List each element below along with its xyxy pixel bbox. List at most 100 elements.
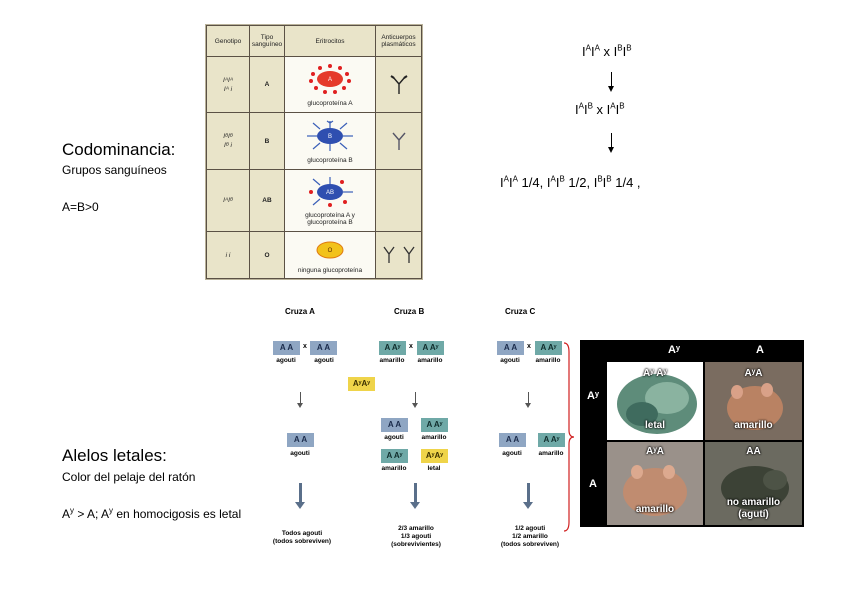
antibody-cell — [375, 112, 422, 170]
erythrocyte-o: O ninguna glucoproteína — [284, 231, 376, 279]
blood-type-cell: B — [249, 112, 285, 170]
erythrocyte-o-icon: O — [316, 241, 344, 259]
phenotype-label: amarillo — [417, 357, 443, 364]
phenotype-label: agouti — [314, 357, 334, 364]
svg-text:AB: AB — [326, 190, 334, 196]
mouse-embryo-icon — [617, 374, 697, 434]
genotype-box: A A — [497, 341, 524, 355]
erythrocyte-b-icon: B — [307, 120, 353, 151]
erythrocyte-a-icon: A — [309, 64, 351, 95]
cross-diagram: Cruza A Cruza B Cruza C A A x A A agouti… — [255, 300, 575, 570]
cross-a-title: Cruza A — [285, 307, 315, 316]
codominance-relation: A=B>0 — [62, 200, 99, 214]
arrow-down-icon — [295, 483, 305, 509]
cross-b-title: Cruza B — [394, 307, 425, 316]
genotype-box: A Aʸ — [417, 341, 444, 355]
row-header: A — [589, 478, 597, 490]
cell-genotype: AʸA — [744, 368, 763, 379]
lethal-genotype-box: AʸAʸ — [348, 377, 375, 391]
svg-text:O: O — [328, 248, 333, 254]
erythrocyte-caption: ninguna glucoproteína — [297, 266, 363, 274]
arrow-head-icon — [608, 86, 614, 92]
genotype-box: A Aʸ — [381, 449, 408, 463]
formula-arrow-2 — [611, 133, 612, 149]
phenotype-label: agouti — [290, 450, 310, 457]
genotype-box: A Aʸ — [535, 341, 562, 355]
phenotype-label: amarillo — [381, 465, 407, 472]
result-cross-a: Todos agouti(todos sobreviven) — [272, 530, 332, 545]
erythrocyte-ab-icon: AB — [309, 176, 353, 207]
genotype-box: A Aʸ — [421, 418, 448, 432]
codominance-title: Codominancia: — [62, 140, 176, 159]
antibody-icon — [389, 74, 408, 94]
table-row: i i O O ninguna glucoproteína — [206, 231, 422, 279]
mouse-cell-lethal: Aʸ Aʸ letal — [607, 362, 703, 440]
mouse-cell-yellow: AʸA amarillo — [607, 442, 703, 525]
phenotype-label: agouti — [500, 357, 520, 364]
genotype-box: A A — [273, 341, 300, 355]
arrow-down-icon — [525, 392, 531, 408]
arrow-down-icon — [412, 392, 418, 408]
formula-arrow-1 — [611, 72, 612, 88]
row-header: Aʸ — [587, 390, 599, 402]
agouti-mouse-icon — [705, 442, 802, 525]
blood-type-cell: AB — [249, 168, 285, 233]
genotype-box: A A — [499, 433, 526, 447]
lethal-genotype-box: AʸAʸ — [421, 449, 448, 463]
cross-formula-line2: IAIB x IAIB — [575, 101, 625, 117]
cross-symbol: x — [303, 343, 307, 350]
col-header: A — [756, 344, 764, 356]
genotype-box: A A — [381, 418, 408, 432]
antibody-icon — [391, 132, 406, 151]
cell-genotype: Aʸ Aʸ — [642, 368, 668, 379]
cell-phenotype: no amarillo — [726, 497, 781, 508]
col-header: Aʸ — [668, 344, 680, 356]
genotype-cell: IᴬIᴮ — [206, 168, 250, 233]
svg-text:A: A — [328, 77, 332, 83]
header-blood-type: Tipo sanguíneo — [249, 25, 285, 57]
cell-genotype: AʸA — [645, 446, 665, 457]
lethal-subtitle: Color del pelaje del ratón — [62, 470, 196, 484]
phenotype-label: amarillo — [535, 357, 561, 364]
yellow-mouse-icon — [705, 362, 802, 440]
antibody-icon — [382, 246, 415, 264]
genotype-cell: i i — [206, 231, 250, 279]
blood-type-table: Genotipo Tipo sanguíneo Eritrocitos Anti… — [205, 24, 423, 280]
cross-formula-line1: IAIA x IBIB — [582, 43, 632, 59]
genotype-box: A Aʸ — [379, 341, 406, 355]
phenotype-label: agouti — [384, 434, 404, 441]
cell-phenotype: letal — [644, 420, 665, 431]
arrow-head-icon — [608, 147, 614, 153]
phenotype-label: letal — [427, 465, 441, 472]
header-antibodies: Anticuerpos plasmáticos — [375, 25, 422, 57]
erythrocyte-b: B glucoproteína B — [284, 112, 376, 170]
mouse-cell-agouti: AA no amarillo (agutí) — [705, 442, 802, 525]
mouse-punnett-grid: Aʸ A Aʸ A Aʸ Aʸ letal AʸA amarillo AʸA — [580, 340, 804, 527]
bracket-icon — [563, 342, 575, 532]
phenotype-label: agouti — [276, 357, 296, 364]
genotype-box: A Aʸ — [538, 433, 565, 447]
table-row: IᴬIᴮ AB AB glucoproteína A y glucoproteí… — [206, 168, 422, 233]
arrow-down-icon — [410, 483, 420, 509]
blood-type-cell: O — [249, 231, 285, 279]
cell-genotype: AA — [746, 446, 761, 457]
phenotype-label: agouti — [502, 450, 522, 457]
svg-text:B: B — [328, 134, 332, 140]
genotype-box: A A — [310, 341, 337, 355]
yellow-mouse-icon — [607, 442, 703, 525]
header-erythrocytes: Eritrocitos — [284, 25, 376, 57]
cross-formula-result: IAIA 1/4, IAIB 1/2, IBIB 1/4 , — [500, 174, 641, 190]
cross-c-title: Cruza C — [505, 307, 536, 316]
antibody-cell — [375, 55, 422, 114]
header-genotype: Genotipo — [206, 25, 250, 57]
cell-phenotype: amarillo — [734, 420, 773, 431]
lethal-relation: Ay > A; Ay en homocigosis es letal — [62, 506, 242, 522]
blood-type-cell: A — [249, 55, 285, 114]
erythrocyte-caption: glucoproteína A — [307, 100, 353, 108]
erythrocyte-a: A glucoproteína A — [284, 55, 376, 114]
erythrocyte-ab: AB glucoproteína A y glucoproteína B — [284, 168, 376, 233]
